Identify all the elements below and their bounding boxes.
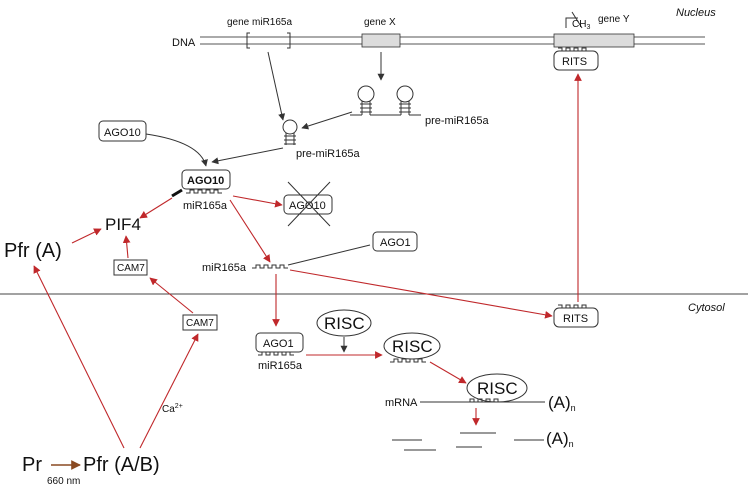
gene-y-region — [553, 33, 635, 48]
risc-3-label: RISC — [477, 379, 518, 398]
pre-mir165a-top-label: pre-miR165a — [425, 115, 489, 127]
cam7-lower-box — [182, 314, 218, 331]
ago10-to-pif4-red-arrow — [139, 197, 173, 219]
ago1-free-label: AGO1 — [380, 237, 411, 249]
methyl-group-label: CH3 — [572, 19, 590, 31]
pif4-label: PIF4 — [105, 215, 141, 234]
gene-x-label: gene X — [364, 17, 396, 28]
polya-2-label: (A)n — [546, 429, 574, 449]
blocked-transcription-mark — [565, 11, 583, 29]
ago1-bound-label: AGO1 — [263, 338, 294, 350]
ago10-bound-label: AGO10 — [187, 175, 224, 187]
gene-y-label: gene Y — [598, 14, 630, 25]
cytosol-label: Cytosol — [688, 302, 725, 314]
pfr-a-to-pif4-arrow — [71, 228, 102, 244]
ago10-free-label: AGO10 — [104, 127, 141, 139]
mir-to-rits-cytosol-red-arrow — [289, 269, 553, 319]
mrna-label: mRNA — [385, 397, 418, 409]
ago10-pif4-inhibition-bar — [171, 188, 183, 198]
hairpin-to-ago10-complex-arrow — [211, 147, 284, 165]
ago10-release-to-mir-red-arrow — [229, 199, 271, 263]
ago10-mir-strand — [186, 189, 222, 194]
gene-mir165a-to-hairpin-arrow — [267, 51, 286, 121]
gene-mir165a-region — [246, 32, 291, 49]
rits-cytosol-rna-strand — [558, 304, 590, 309]
risc-1-shape — [316, 309, 372, 337]
mrna-target-site — [466, 398, 502, 403]
nucleus-label: Nucleus — [676, 7, 716, 19]
risc-2-to-risc-3-red-arrow — [429, 361, 467, 384]
ago1-to-mir-line — [287, 244, 371, 266]
dna-label: DNA — [172, 37, 196, 49]
rits-cytosol-box — [553, 307, 599, 328]
ago10-to-degradation-red-arrow — [232, 195, 283, 208]
ago10-to-complex-arrow — [145, 133, 208, 167]
ago1-free-box — [372, 231, 418, 252]
mir-free-strand — [252, 264, 288, 269]
wavelength-label: 660 nm — [47, 476, 80, 487]
calcium-label: Ca2+ — [162, 403, 183, 415]
ago10-degraded-cross — [287, 181, 331, 227]
cam7-lower-label: CAM7 — [186, 318, 214, 329]
mir-on-ago1-label: miR165a — [258, 360, 303, 372]
pfr-ab-to-cam7-arrow — [139, 333, 199, 449]
cam7-lower-to-upper-arrow — [149, 277, 194, 314]
pre-mir165a-mid-label: pre-miR165a — [296, 148, 360, 160]
pre-mir165a-single-hairpin — [282, 119, 298, 145]
gene-x-region — [361, 33, 401, 48]
risc-1-label: RISC — [324, 314, 365, 333]
rits-nucleus-label: RITS — [562, 56, 587, 68]
rits-nucleus-box — [553, 50, 599, 71]
mir-free-label: miR165a — [202, 262, 247, 274]
cleaved-mrna-fragments — [392, 432, 544, 451]
rits-cytosol-label: RITS — [563, 313, 588, 325]
ago10-bound-box — [181, 169, 231, 190]
ago1-mir-strand — [258, 351, 294, 356]
cam7-to-pif4-arrow — [122, 235, 131, 259]
hairpin-pair-to-single-arrow — [301, 111, 353, 130]
cam7-upper-label: CAM7 — [117, 263, 145, 274]
pr-label: Pr — [22, 454, 42, 476]
pfr-a-label: Pfr (A) — [4, 240, 62, 262]
pfr-ab-label: Pfr (A/B) — [83, 454, 160, 476]
pfr-ab-to-pfr-a-arrow — [33, 265, 125, 449]
ago10-free-box — [98, 120, 147, 142]
pre-mir165a-hairpin-pair — [350, 85, 421, 116]
risc-2-label: RISC — [392, 337, 433, 356]
rits-nucleus-rna-strand — [558, 47, 590, 52]
cam7-upper-box — [113, 259, 148, 276]
gene-mir165a-label: gene miR165a — [227, 17, 292, 28]
mir-on-ago10-label: miR165a — [183, 200, 228, 212]
polya-1-label: (A)n — [548, 393, 576, 413]
risc-2-rna-strand — [390, 358, 426, 363]
